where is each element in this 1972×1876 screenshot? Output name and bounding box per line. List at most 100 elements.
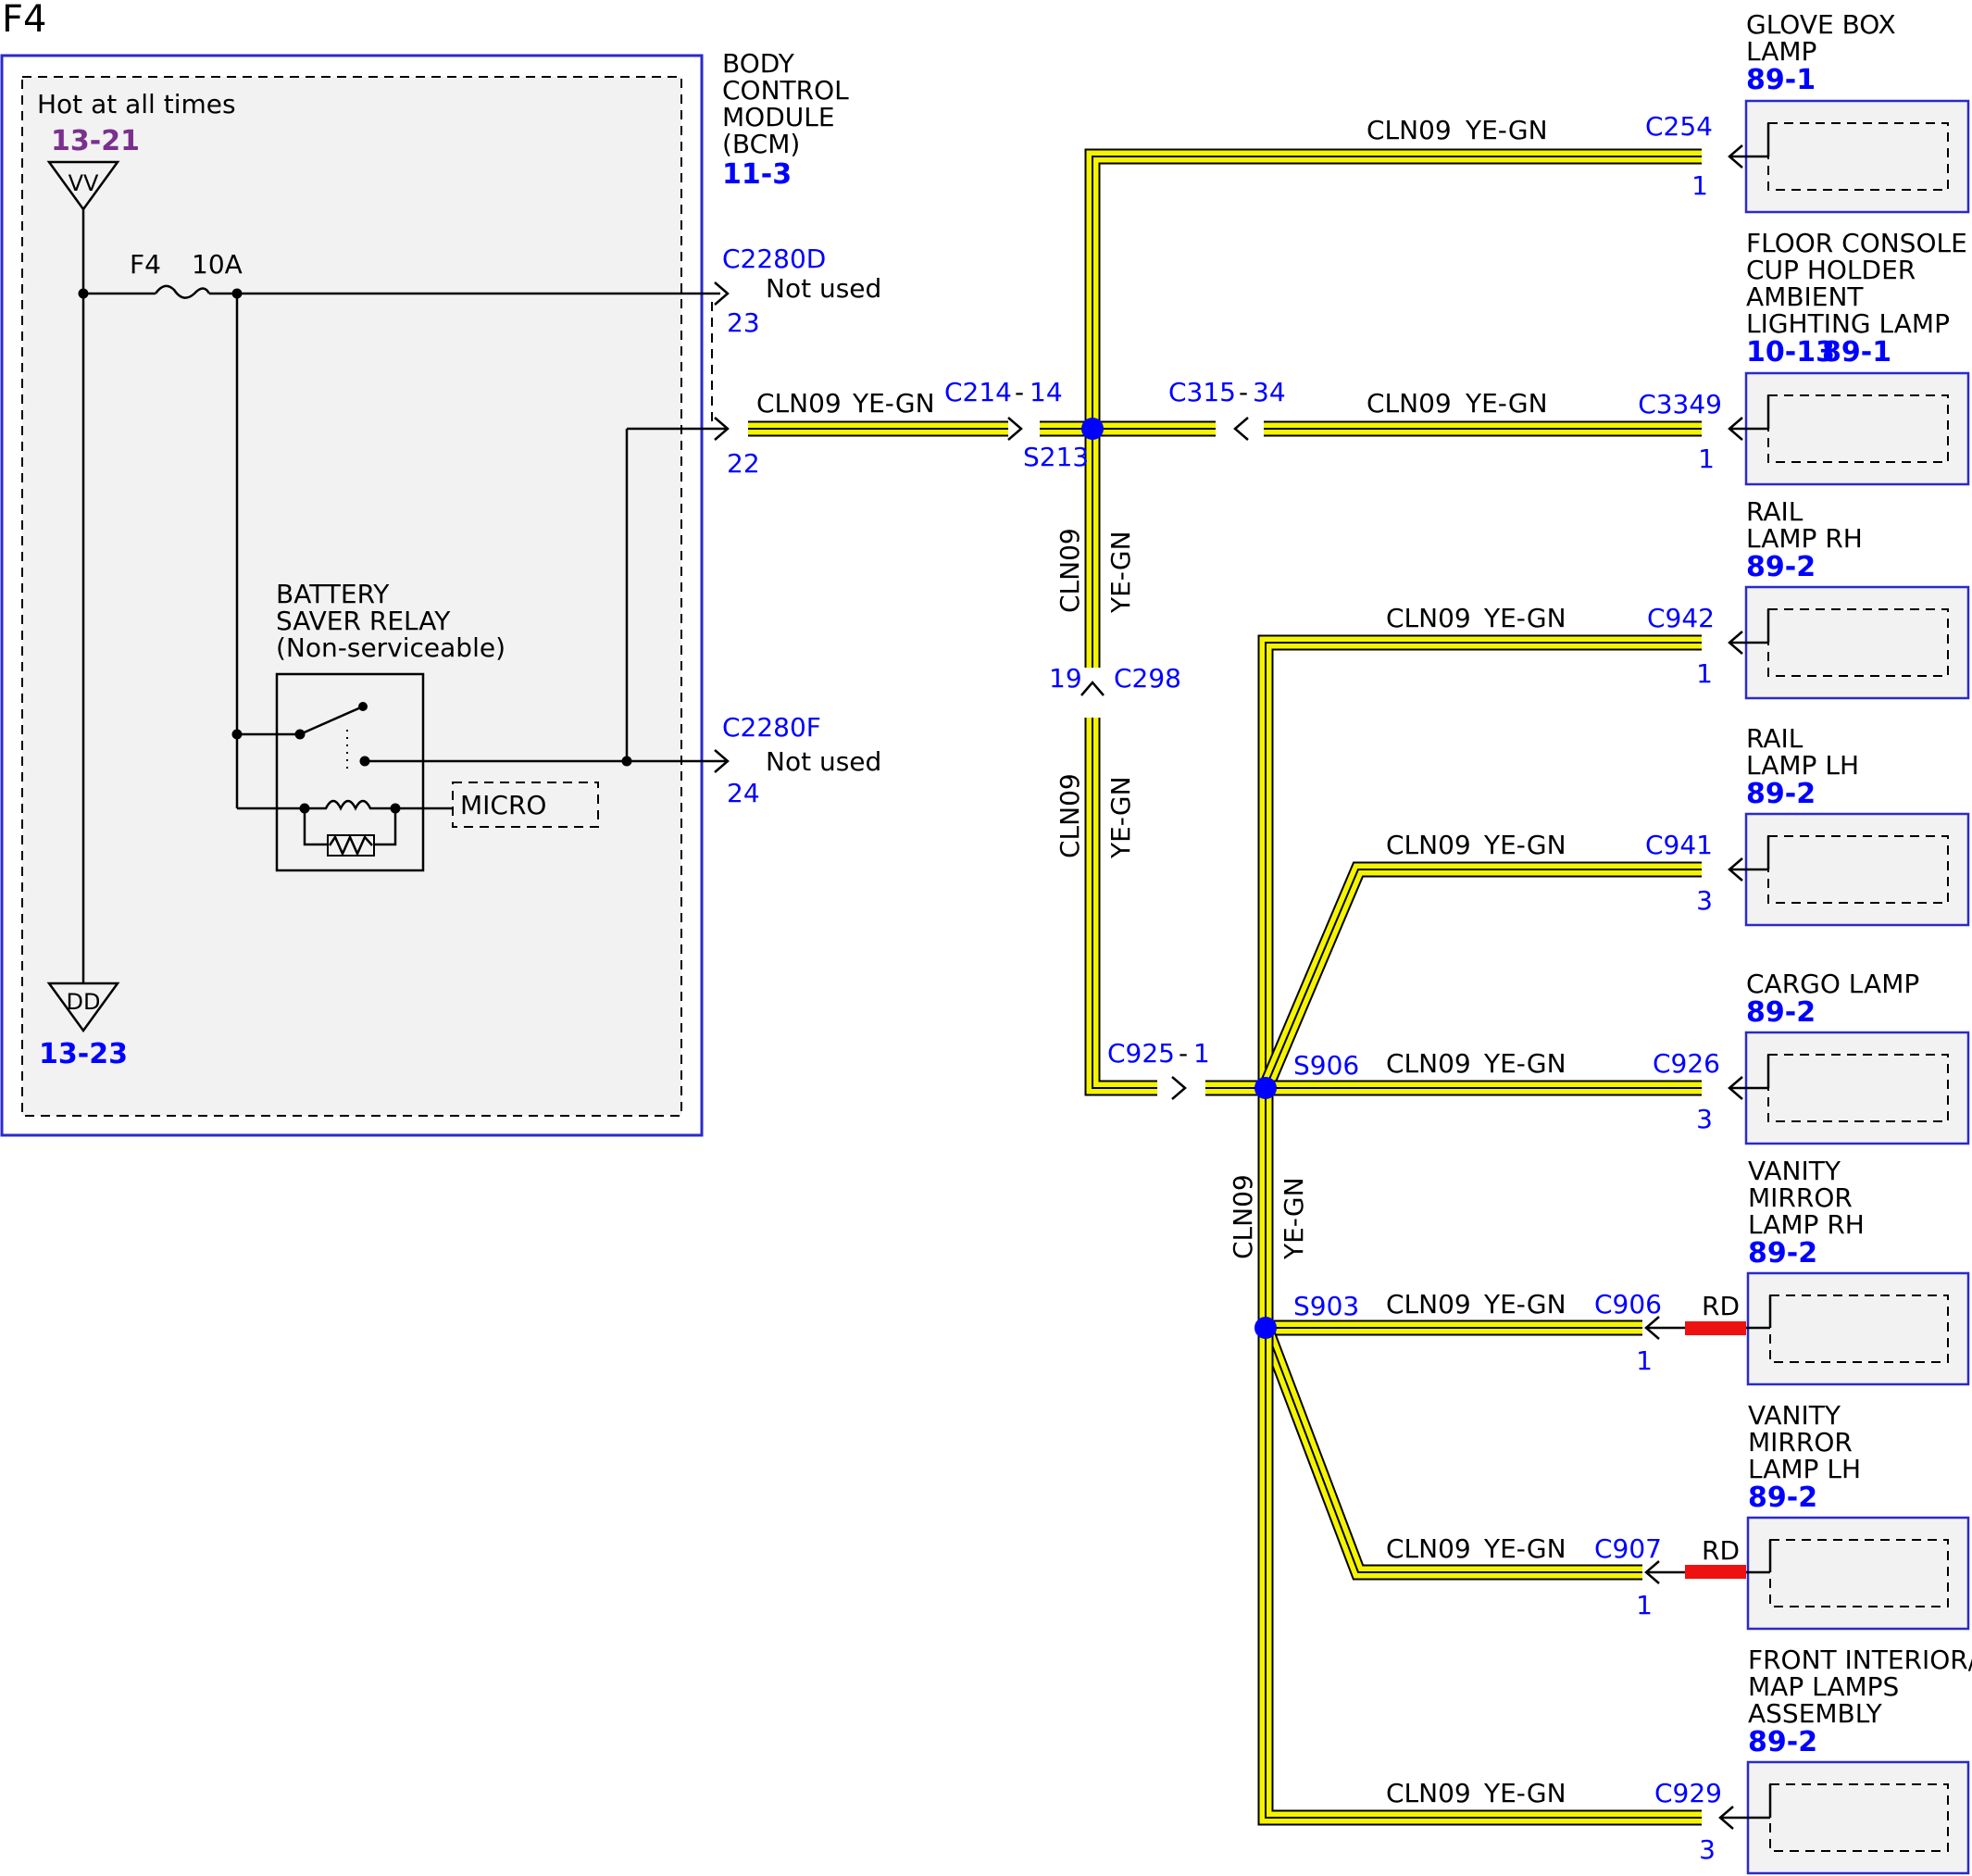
- c298-arrow: [1080, 681, 1105, 696]
- pin22-arrow: [714, 417, 730, 441]
- wire-color-c942: YE-GN: [1483, 603, 1566, 633]
- c315-pin-label: 34: [1253, 377, 1286, 407]
- rd-label-c907: RD: [1702, 1535, 1740, 1566]
- pin-label: 1: [1698, 444, 1715, 474]
- wire-color-c929: YE-GN: [1483, 1778, 1566, 1808]
- component-ref: 89-2: [1748, 1237, 1817, 1269]
- component-box: [1744, 585, 1970, 700]
- component-name-line: GLOVE BOX: [1746, 9, 1896, 40]
- component-name-line: AMBIENT: [1746, 281, 1864, 312]
- component-box: [1744, 371, 1970, 486]
- pin-label: 1: [1636, 1590, 1653, 1620]
- wire-code-vertical-3: CLN09: [1228, 1174, 1258, 1259]
- bcm-name-line3: MODULE: [722, 102, 835, 132]
- pin24-note: Not used: [766, 746, 881, 777]
- wire-color-c907: YE-GN: [1483, 1533, 1566, 1564]
- component-name-line: MAP LAMPS: [1748, 1671, 1899, 1702]
- splice-s906: [1254, 1077, 1277, 1099]
- c298-pin-label: 19: [1049, 663, 1082, 694]
- c214-pin-label: 14: [1030, 377, 1063, 407]
- connector-arrow: [1728, 631, 1743, 655]
- component-ref: 10-13: [1746, 336, 1835, 369]
- pin23-number: 23: [727, 307, 760, 338]
- wire-s903-to-c907: [1258, 1324, 1642, 1581]
- component-name-line: VANITY: [1748, 1400, 1841, 1431]
- fuse-f4-symbol: [154, 284, 211, 299]
- bcm-ref: 11-3: [722, 158, 792, 191]
- connector-arrow: [1728, 1076, 1743, 1100]
- component-name-line: LIGHTING LAMP: [1746, 308, 1950, 339]
- pin23-connector-label: C2280D: [722, 244, 826, 274]
- component-inner-dashed: [1769, 1294, 1949, 1363]
- connector-arrow: [1728, 857, 1743, 882]
- wire-code-c254: CLN09: [1367, 115, 1452, 145]
- component-name-line: RAIL: [1746, 723, 1804, 754]
- pin22-number: 22: [727, 448, 760, 479]
- component-name-line: RAIL: [1746, 496, 1804, 527]
- component-box: [1744, 99, 1970, 214]
- fuse-rating-label: 10A: [192, 249, 243, 280]
- dd-label: DD: [67, 989, 101, 1015]
- component-ref: 89-2: [1748, 1726, 1817, 1758]
- wire-color-c941: YE-GN: [1483, 830, 1566, 860]
- c298-conn-label: C298: [1114, 663, 1181, 694]
- component-floor-console-lamp: FLOOR CONSOLE CUP HOLDER AMBIENT LIGHTIN…: [1638, 228, 1970, 486]
- bcm-name-line4: (BCM): [722, 129, 800, 159]
- wire-code-c942: CLN09: [1386, 603, 1471, 633]
- wire-code-vertical-1: CLN09: [1055, 528, 1085, 613]
- component-name-line: LAMP RH: [1746, 523, 1863, 554]
- component-ref: 89-1: [1822, 336, 1891, 369]
- connector-arrow: [1644, 1560, 1660, 1584]
- dd-symbol: [46, 982, 120, 1033]
- component-rail-lamp-lh: RAIL LAMP LH 89-2 C941 3: [1645, 723, 1970, 927]
- splice-s903: [1254, 1317, 1277, 1339]
- relay-switch-blade: [299, 705, 364, 736]
- component-name-line: FRONT INTERIOR/: [1748, 1645, 1972, 1675]
- pin24-arrow: [714, 749, 730, 773]
- component-name-line: CARGO LAMP: [1746, 969, 1919, 999]
- component-ref: 89-1: [1746, 64, 1816, 96]
- component-ref: 89-2: [1746, 551, 1816, 583]
- c315-arrow: [1233, 417, 1249, 441]
- wire-code-c926: CLN09: [1386, 1048, 1471, 1079]
- connector-arrow: [1728, 417, 1743, 441]
- pin-label: 1: [1691, 170, 1708, 201]
- wire-color-vertical-2: YE-GN: [1105, 776, 1136, 859]
- component-name-line: MIRROR: [1748, 1427, 1853, 1457]
- coil-resistor-zigzag: [328, 833, 373, 857]
- vv-power-symbol: [46, 160, 120, 212]
- component-name-line: LAMP LH: [1746, 750, 1859, 781]
- component-inner-dashed: [1769, 1539, 1949, 1607]
- wire-s213-to-c254: [1084, 148, 1702, 429]
- c925-dash: -: [1179, 1038, 1188, 1069]
- relay-label-line3: (Non-serviceable): [276, 632, 505, 663]
- component-name-line: FLOOR CONSOLE: [1746, 228, 1967, 258]
- wire-s906-to-c942: [1257, 634, 1702, 1088]
- c925-pin-label: 1: [1193, 1038, 1210, 1069]
- relay-box: [275, 672, 425, 872]
- c214-conn-label: C214: [944, 377, 1012, 407]
- wire-color-c254: YE-GN: [1465, 115, 1548, 145]
- c925-arrow: [1171, 1076, 1187, 1100]
- component-name-line: LAMP LH: [1748, 1454, 1861, 1484]
- component-ref: 89-2: [1746, 996, 1816, 1029]
- bcm-inner-boundary: [21, 76, 682, 1117]
- pin23-note: Not used: [766, 273, 881, 304]
- component-vanity-mirror-lamp-lh: VANITY MIRROR LAMP LH 89-2 C907 1: [1594, 1400, 1970, 1631]
- component-box: [1746, 1271, 1970, 1386]
- c214-dash: -: [1015, 377, 1024, 407]
- wire-code-c906: CLN09: [1386, 1289, 1471, 1319]
- wire-code-bcm-out: CLN09: [756, 388, 842, 419]
- wire-color-c906: YE-GN: [1483, 1289, 1566, 1319]
- connector-label: C929: [1654, 1778, 1722, 1808]
- pin-label: 1: [1636, 1345, 1653, 1376]
- wire-color-vertical-1: YE-GN: [1105, 531, 1136, 614]
- wire-color-c3349: YE-GN: [1465, 388, 1548, 419]
- component-glove-box-lamp: GLOVE BOX LAMP 89-1 C254 1: [1645, 9, 1970, 214]
- pin24-number: 24: [727, 778, 760, 808]
- relay-label-line1: BATTERY: [276, 579, 390, 609]
- s213-label: S213: [1023, 442, 1089, 472]
- component-inner-dashed: [1769, 1783, 1949, 1852]
- connector-label: C907: [1594, 1533, 1662, 1564]
